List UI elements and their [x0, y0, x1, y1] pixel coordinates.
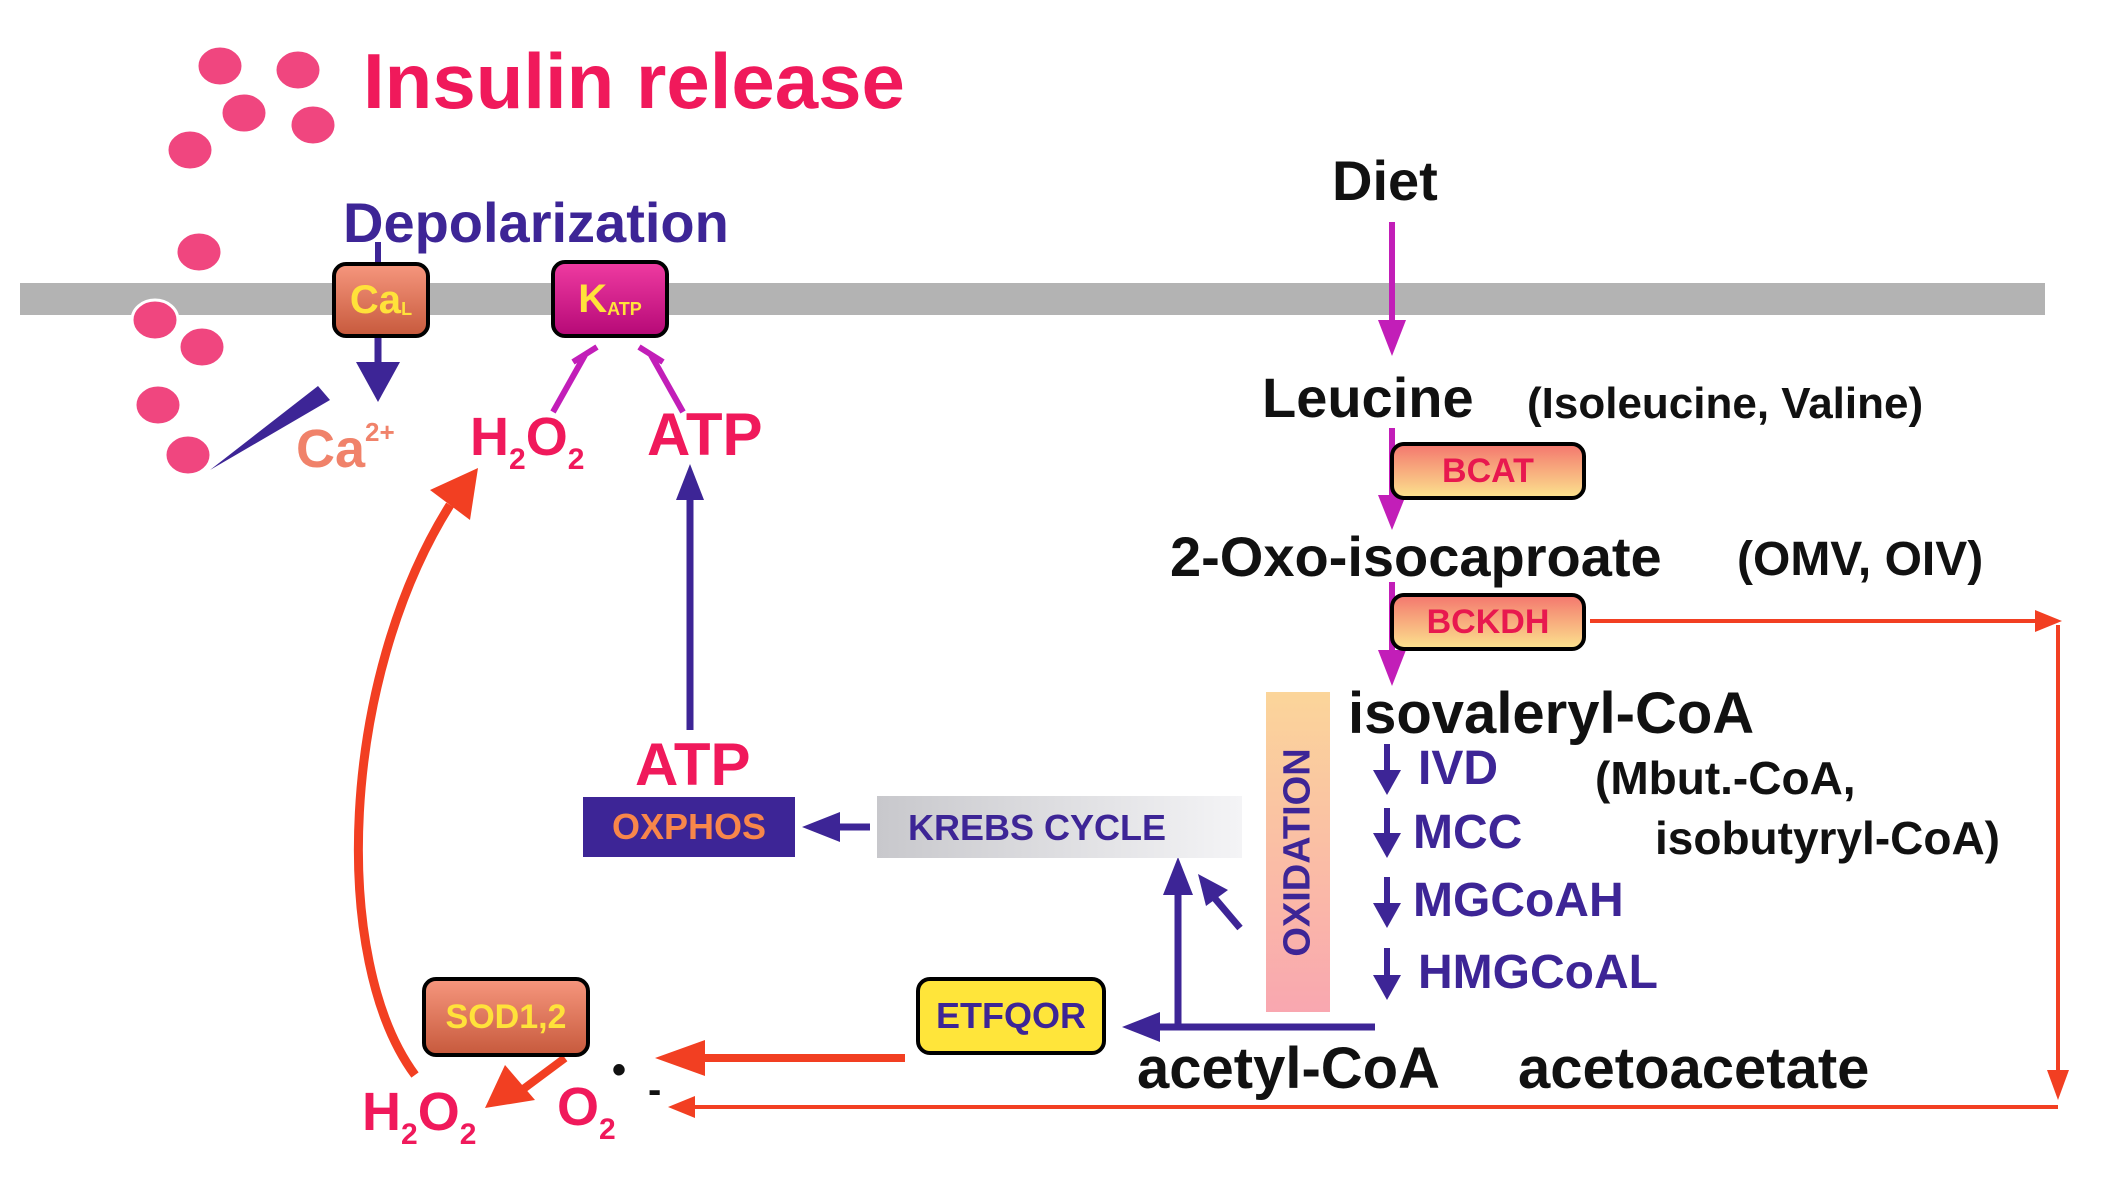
oxo-to-isovaleryl-arrowhead	[1378, 650, 1406, 686]
etfqor-to-superoxide-arrowhead	[655, 1040, 705, 1076]
oxidation-to-krebs-arrowhead	[1198, 874, 1228, 906]
leucine-to-oxo-arrowhead	[1378, 495, 1406, 530]
granule	[177, 325, 227, 369]
leucine-label: Leucine	[1262, 366, 1474, 429]
oxidation-bar	[1266, 692, 1330, 1012]
h2o2-top-o: O	[525, 407, 568, 467]
oxidation-label-wrap: OXIDATION	[1266, 692, 1330, 1012]
h2o2-bottom-h: H	[362, 1082, 401, 1142]
oxphos-label: OXPHOS	[611, 806, 767, 847]
h2o2-bottom-sub2: 2	[459, 1118, 477, 1151]
sod-conversion-arrowhead	[485, 1065, 535, 1108]
ca-channel-label: Ca	[349, 277, 402, 322]
acetyl-to-etfqor-arrowhead	[1122, 1012, 1160, 1042]
bcat-label: BCAT	[1442, 451, 1534, 490]
acetyl-coa-label: acetyl-CoA	[1137, 1036, 1440, 1101]
alt-substrates-line1: (Mbut.-CoA,	[1595, 752, 1856, 804]
etfqor-label: ETFQOR	[936, 995, 1086, 1036]
etfqor-box: ETFQOR	[916, 977, 1106, 1055]
katp-label: K	[578, 276, 608, 321]
ca-channel-subscript: L	[401, 299, 413, 319]
oxo-alternatives-label: (OMV, OIV)	[1737, 533, 1984, 586]
superoxide-o: O	[557, 1077, 600, 1137]
bckdh-enzyme: BCKDH	[1390, 593, 1586, 651]
bckdh-bypass-arrowhead	[2035, 610, 2062, 632]
bckdh-label: BCKDH	[1426, 602, 1550, 641]
katp-inhibition-marks	[550, 344, 686, 414]
granule	[163, 433, 213, 477]
katp-subscript: ATP	[607, 299, 642, 319]
bypass-down-arrowhead	[2047, 1070, 2069, 1100]
oxidation-step-arrows	[1373, 744, 1401, 1000]
h2o2-top-sub1: 2	[509, 443, 526, 476]
h2o2-top-label: H2O2	[470, 407, 584, 475]
mgcoah-enzyme-label: MGCoAH	[1413, 874, 1624, 927]
mcc-enzyme-label: MCC	[1413, 806, 1523, 859]
granule	[219, 91, 269, 135]
oxphos-box: OXPHOS	[583, 797, 795, 857]
acetyl-to-krebs-arrowhead	[1163, 857, 1193, 895]
calcium-influx-arrowhead	[356, 362, 400, 402]
acetoacetate-label: acetoacetate	[1518, 1036, 1870, 1101]
granule	[130, 298, 180, 342]
leucine-alternatives-label: (Isoleucine, Valine)	[1527, 379, 1924, 428]
h2o2-bottom-sub1: 2	[401, 1118, 418, 1151]
calcium-stimulus-wedge	[210, 386, 330, 470]
h2o2-bottom-o: O	[417, 1082, 460, 1142]
alt-substrates-line2: isobutyryl-CoA)	[1655, 812, 2000, 864]
sod-enzyme-box: SOD1,2	[422, 977, 590, 1057]
atp-up-arrowhead	[676, 464, 704, 500]
hmgcoal-enzyme-label: HMGCoAL	[1418, 946, 1658, 999]
h2o2-bottom-label: H2O2	[362, 1082, 476, 1150]
h2o2-top-sub2: 2	[567, 443, 585, 476]
krebs-to-oxphos-arrowhead	[802, 812, 840, 842]
h2o2-transport-arrowhead	[430, 468, 478, 520]
krebs-cycle-label: KREBS CYCLE	[908, 807, 1167, 848]
oxidation-to-krebs-arrow	[1209, 892, 1243, 931]
calcium-ion-label: Ca2+	[296, 419, 395, 479]
oxidation-label: OXIDATION	[1276, 747, 1319, 957]
insulin-granules	[130, 44, 338, 477]
superoxide-charge: -	[648, 1068, 662, 1112]
superoxide-radical-dot: •	[612, 1048, 627, 1092]
diet-to-leucine-arrowhead	[1378, 320, 1406, 356]
granule	[174, 230, 224, 274]
granule	[195, 44, 245, 88]
krebs-bar	[877, 796, 1242, 858]
h2o2-top-h: H	[470, 407, 509, 467]
granule	[133, 383, 183, 427]
calcium-ion-text: Ca	[296, 419, 366, 479]
insulin-release-title: Insulin release	[363, 37, 905, 125]
diet-label: Diet	[1332, 149, 1438, 212]
superoxide-label: O2	[557, 1077, 616, 1145]
atp-mid-label: ATP	[635, 731, 751, 798]
isovaleryl-coa-label: isovaleryl-CoA	[1348, 681, 1755, 746]
ivd-enzyme-label: IVD	[1418, 742, 1499, 795]
h2o2-transport-curve	[354, 502, 454, 1078]
bypass-to-superoxide-arrowhead	[668, 1096, 695, 1118]
depolarization-label: Depolarization	[343, 191, 729, 254]
sod-label: SOD1,2	[445, 997, 567, 1036]
sod-conversion-line	[519, 1054, 568, 1094]
granule	[288, 103, 338, 147]
superoxide-sub: 2	[599, 1113, 616, 1146]
atp-top-label: ATP	[647, 401, 763, 468]
calcium-ion-charge: 2+	[365, 417, 395, 447]
granule	[165, 128, 215, 172]
cell-membrane	[20, 283, 2045, 315]
granule	[273, 48, 323, 92]
bcat-enzyme: BCAT	[1390, 442, 1586, 500]
oxo-isocaproate-label: 2-Oxo-isocaproate	[1170, 525, 1662, 588]
